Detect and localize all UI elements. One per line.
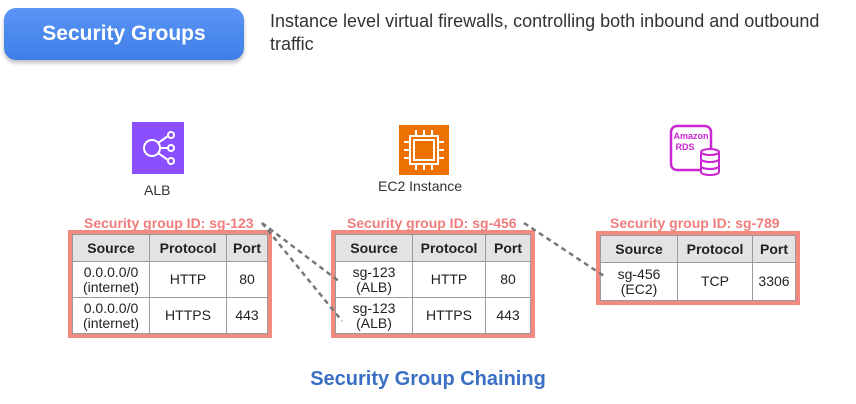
rds-database-icon: Amazon RDS bbox=[669, 124, 725, 178]
port-cell: 80 bbox=[226, 261, 268, 298]
column-header-protocol: Protocol bbox=[149, 234, 227, 262]
column-header-source: Source bbox=[600, 235, 678, 263]
chaining-caption: Security Group Chaining bbox=[310, 368, 546, 390]
table-header-row: Source Protocol Port bbox=[72, 234, 268, 262]
table-header-row: Source Protocol Port bbox=[335, 234, 531, 262]
load-balancer-icon bbox=[132, 122, 184, 174]
table-row: sg-123(ALB) HTTP 80 bbox=[335, 261, 531, 298]
connector-sg-456-to-rds bbox=[523, 221, 605, 278]
rds-label-line1: Amazon bbox=[673, 131, 708, 141]
table-row: 0.0.0.0/0(internet) HTTPS 443 bbox=[72, 297, 268, 334]
rds-label-line2: RDS bbox=[675, 142, 694, 152]
source-line: sg-123 bbox=[352, 299, 396, 316]
column-header-source: Source bbox=[72, 234, 150, 262]
connector-sg-123-to-row-2 bbox=[261, 222, 343, 322]
port-cell: 3306 bbox=[752, 262, 796, 301]
protocol-cell: TCP bbox=[677, 262, 753, 301]
source-line: sg-456 bbox=[617, 265, 661, 282]
security-groups-badge: Security Groups bbox=[4, 8, 244, 60]
connector-sg-123-to-row-1 bbox=[261, 222, 341, 283]
ec2-chip-icon bbox=[399, 125, 449, 175]
source-line: (internet) bbox=[82, 278, 140, 295]
column-header-port: Port bbox=[485, 234, 531, 262]
source-line: (ALB) bbox=[356, 278, 392, 295]
protocol-cell: HTTPS bbox=[412, 297, 486, 334]
sg-456-title: Security group ID: sg-456 bbox=[347, 215, 517, 231]
sg-789-title: Security group ID: sg-789 bbox=[610, 215, 780, 231]
port-cell: 80 bbox=[485, 261, 531, 298]
column-header-port: Port bbox=[752, 235, 796, 263]
column-header-port: Port bbox=[226, 234, 268, 262]
source-line: 0.0.0.0/0 bbox=[83, 299, 139, 316]
sg-123-title: Security group ID: sg-123 bbox=[84, 215, 254, 231]
source-cell: sg-456(EC2) bbox=[600, 262, 678, 301]
port-cell: 443 bbox=[226, 297, 268, 334]
protocol-cell: HTTPS bbox=[149, 297, 227, 334]
source-line: sg-123 bbox=[352, 263, 396, 280]
sg-123-rules-table: Source Protocol Port 0.0.0.0/0(internet)… bbox=[68, 230, 272, 338]
sg-789-rules-table: Source Protocol Port sg-456(EC2) TCP 330… bbox=[596, 231, 800, 305]
badge-label: Security Groups bbox=[42, 22, 206, 45]
header-description: Instance level virtual firewalls, contro… bbox=[270, 11, 820, 54]
port-cell: 443 bbox=[485, 297, 531, 334]
source-line: (EC2) bbox=[620, 280, 658, 297]
source-cell: 0.0.0.0/0(internet) bbox=[72, 261, 150, 298]
source-cell: sg-123(ALB) bbox=[335, 261, 413, 298]
source-line: (internet) bbox=[82, 314, 140, 331]
source-line: (ALB) bbox=[356, 314, 392, 331]
source-cell: 0.0.0.0/0(internet) bbox=[72, 297, 150, 334]
source-line: 0.0.0.0/0 bbox=[83, 263, 139, 280]
ec2-label: EC2 Instance bbox=[378, 178, 463, 194]
table-row: sg-456(EC2) TCP 3306 bbox=[600, 262, 796, 301]
column-header-protocol: Protocol bbox=[412, 234, 486, 262]
alb-label: ALB bbox=[144, 182, 171, 198]
